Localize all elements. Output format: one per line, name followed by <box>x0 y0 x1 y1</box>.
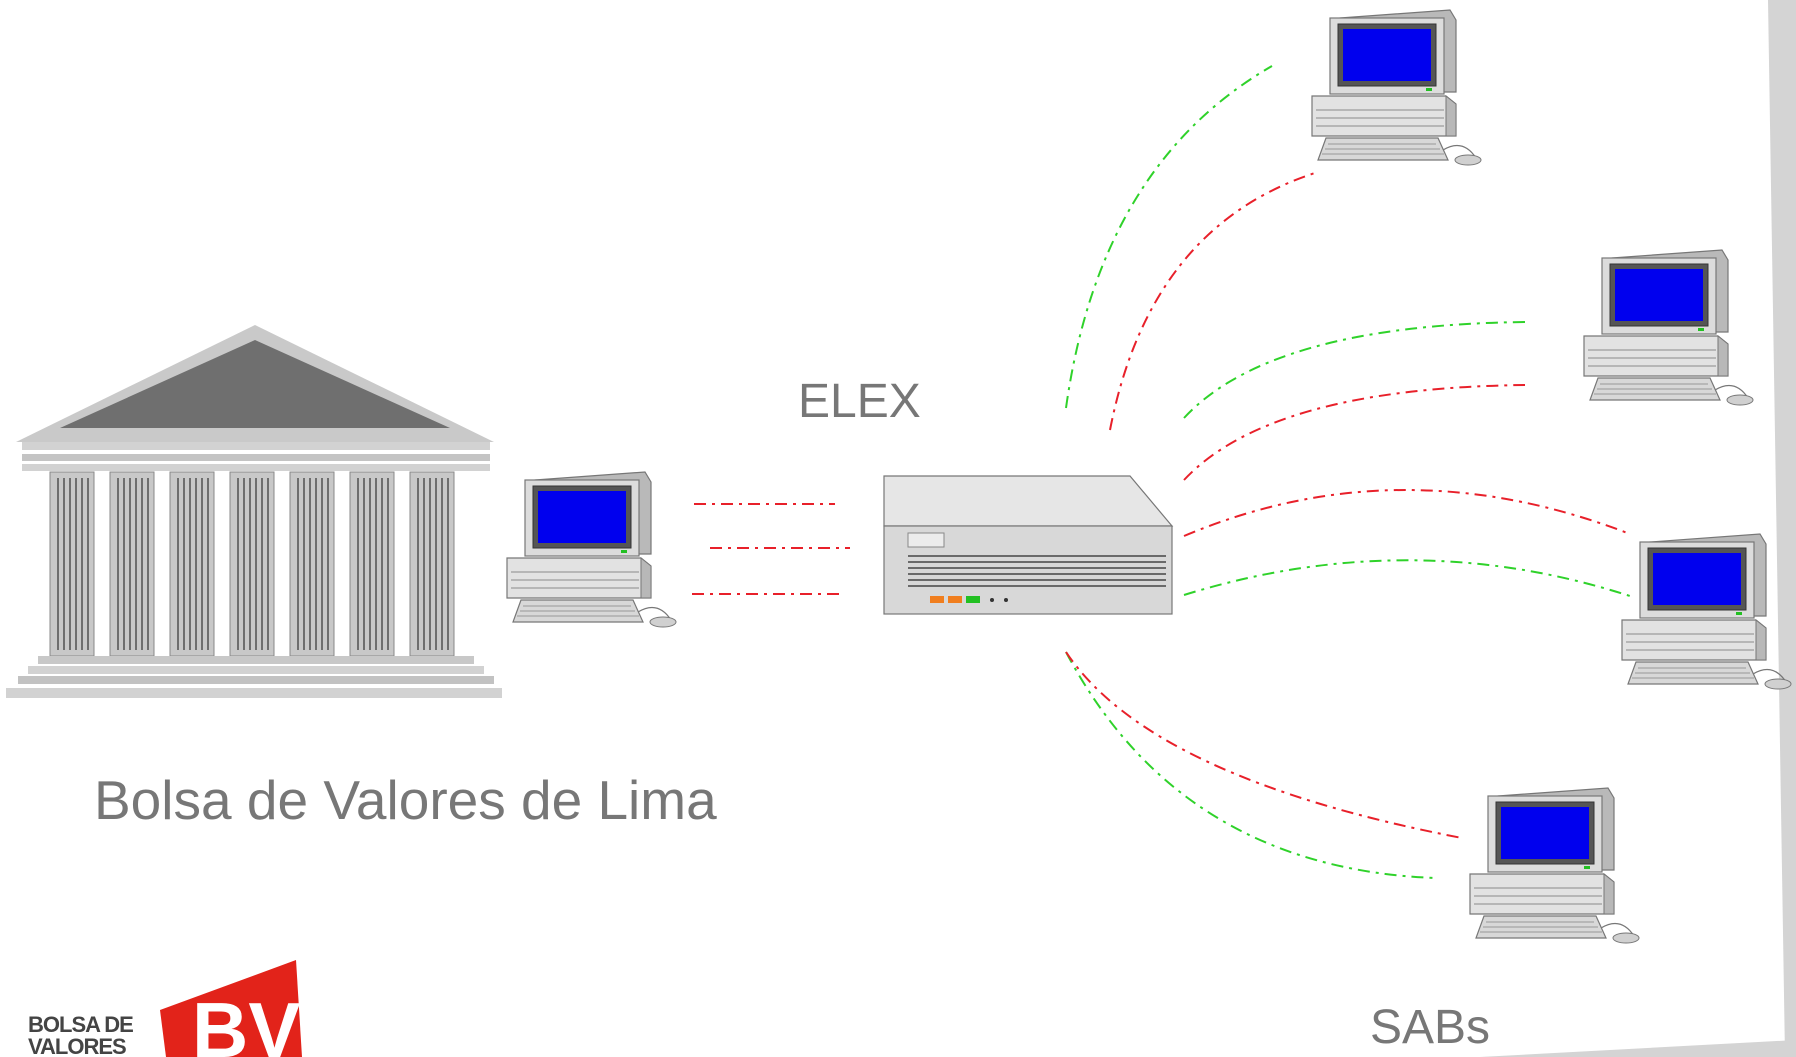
bvl-logo: BVL BOLSA DE VALORES <box>28 960 348 1057</box>
exchange-server-links <box>692 503 850 595</box>
svg-text:BVL: BVL <box>192 986 348 1057</box>
svg-text:VALORES: VALORES <box>28 1034 126 1057</box>
svg-text:BOLSA DE: BOLSA DE <box>28 1012 133 1037</box>
bank-building-icon <box>6 325 502 698</box>
server-label: ELEX <box>798 375 921 428</box>
computer-workstation-icon <box>1311 9 1482 166</box>
broker-links <box>1065 65 1631 879</box>
computer-workstation-icon <box>1583 249 1754 406</box>
computer-workstation-icon <box>506 471 677 628</box>
brokers-label: SABs <box>1370 1001 1491 1054</box>
network-server-icon <box>883 475 1174 615</box>
computer-workstation-icon <box>1469 787 1640 944</box>
computer-workstation-icon <box>1621 533 1792 690</box>
exchange-label: Bolsa de Valores de Lima <box>94 769 717 831</box>
